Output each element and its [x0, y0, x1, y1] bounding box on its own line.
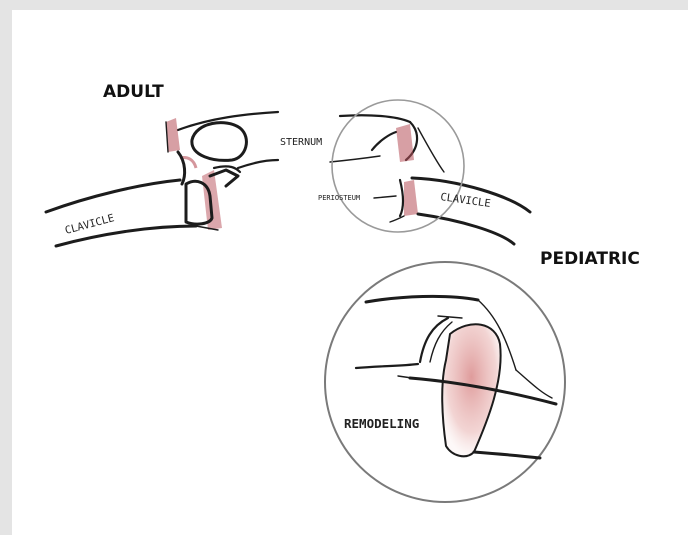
ped-injury-lower — [404, 180, 418, 216]
remodeling-label: REMODELING — [344, 416, 419, 431]
adult-clavicle-top — [46, 180, 180, 212]
ped-clavicle-bottom — [418, 214, 514, 244]
ped-clavicle-end — [400, 180, 403, 216]
pediatric-small-illustration: STERNUM PERIOSTEUM CLAVICLE — [280, 100, 530, 244]
ped-clavicle-tip — [390, 216, 404, 222]
ped-ligament — [372, 132, 396, 150]
adult-injury-right — [202, 170, 222, 230]
pediatric-title: PEDIATRIC — [540, 249, 640, 269]
ped-periosteum-sleeve — [418, 128, 444, 172]
pediatric-zoom-illustration: REMODELING — [325, 262, 565, 502]
ped-small-zoom-circle — [332, 100, 464, 232]
adult-illustration: ADULT CLAVICLE — [46, 82, 278, 246]
periosteum-leader — [374, 196, 396, 198]
ped-sternum-bottom — [330, 156, 380, 162]
adult-sternum-top — [178, 112, 278, 130]
sternum-label: STERNUM — [280, 137, 322, 148]
ped-clavicle-label: CLAVICLE — [440, 191, 492, 210]
adult-sternum-bottom — [238, 160, 278, 168]
adult-title: ADULT — [103, 82, 164, 102]
periosteum-label: PERIOSTEUM — [318, 194, 360, 202]
ped-injury-upper — [396, 124, 414, 162]
adult-joint-head — [192, 123, 247, 161]
